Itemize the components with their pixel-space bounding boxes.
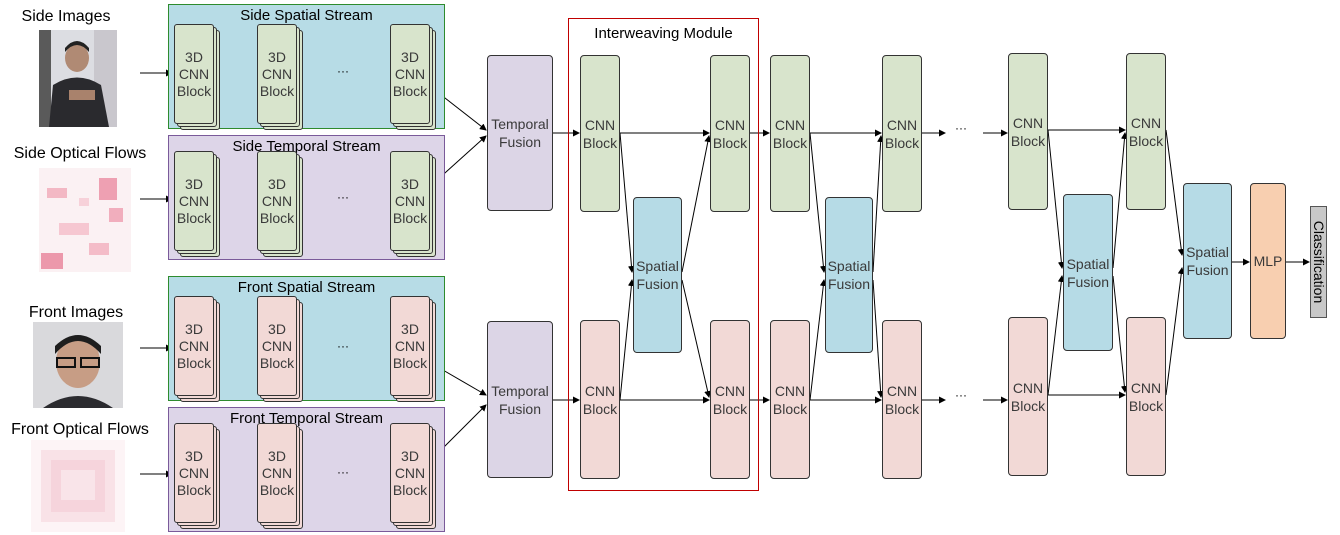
mlp-block: MLP bbox=[1250, 183, 1286, 339]
cnn-block-bottom: CNN Block bbox=[1008, 317, 1048, 476]
temporal-fusion-side: Temporal Fusion bbox=[487, 55, 553, 211]
cnn-block-bottom: CNN Block bbox=[882, 320, 922, 479]
temporal-fusion-front: Temporal Fusion bbox=[487, 321, 553, 478]
front-images-label: Front Images bbox=[28, 304, 124, 321]
3d-cnn-block: 3D CNN Block bbox=[257, 423, 303, 529]
spatial-fusion: Spatial Fusion bbox=[825, 197, 873, 353]
ellipsis: ··· bbox=[337, 64, 349, 78]
cnn-block-top: CNN Block bbox=[710, 55, 750, 212]
3d-cnn-block: 3D CNN Block bbox=[174, 151, 220, 257]
interweaving-module-title: Interweaving Module bbox=[594, 25, 733, 42]
ellipsis: ··· bbox=[337, 190, 349, 204]
front-spatial-stream-title: Front Spatial Stream bbox=[237, 279, 376, 296]
ellipsis: ··· bbox=[955, 388, 967, 402]
cnn-block-top: CNN Block bbox=[770, 55, 810, 212]
3d-cnn-block: 3D CNN Block bbox=[390, 423, 436, 529]
3d-cnn-block: 3D CNN Block bbox=[390, 151, 436, 257]
side-optical-flows-label: Side Optical Flows bbox=[13, 145, 147, 162]
spatial-fusion: Spatial Fusion bbox=[633, 197, 682, 353]
ellipsis: ··· bbox=[337, 465, 349, 479]
ellipsis: ··· bbox=[955, 121, 967, 135]
cnn-block-bottom: CNN Block bbox=[770, 320, 810, 479]
cnn-block-bottom: CNN Block bbox=[1126, 317, 1166, 476]
front-temporal-stream-title: Front Temporal Stream bbox=[229, 410, 384, 427]
cnn-block-top: CNN Block bbox=[882, 55, 922, 212]
front-image-thumbnail bbox=[33, 322, 123, 408]
classification-label: Classification bbox=[1310, 220, 1327, 304]
final-spatial-fusion: Spatial Fusion bbox=[1183, 183, 1232, 339]
cnn-block-top: CNN Block bbox=[1008, 53, 1048, 210]
side-spatial-stream-title: Side Spatial Stream bbox=[240, 7, 373, 24]
3d-cnn-block: 3D CNN Block bbox=[257, 24, 303, 130]
cnn-block-top: CNN Block bbox=[580, 55, 620, 212]
cnn-block-top: CNN Block bbox=[1126, 53, 1166, 210]
side-optical-flow-thumbnail bbox=[39, 168, 131, 272]
classification-box: Classification bbox=[1310, 206, 1327, 318]
side-temporal-stream-title: Side Temporal Stream bbox=[232, 138, 381, 155]
cnn-block-bottom: CNN Block bbox=[580, 320, 620, 479]
3d-cnn-block: 3D CNN Block bbox=[174, 423, 220, 529]
front-optical-flow-thumbnail bbox=[31, 440, 125, 532]
3d-cnn-block: 3D CNN Block bbox=[174, 296, 220, 402]
side-image-thumbnail bbox=[39, 30, 117, 127]
spatial-fusion: Spatial Fusion bbox=[1063, 194, 1113, 351]
cnn-block-bottom: CNN Block bbox=[710, 320, 750, 479]
3d-cnn-block: 3D CNN Block bbox=[257, 151, 303, 257]
front-optical-flows-label: Front Optical Flows bbox=[11, 421, 149, 438]
3d-cnn-block: 3D CNN Block bbox=[390, 24, 436, 130]
side-images-label: Side Images bbox=[21, 8, 111, 25]
3d-cnn-block: 3D CNN Block bbox=[390, 296, 436, 402]
ellipsis: ··· bbox=[337, 339, 349, 353]
3d-cnn-block: 3D CNN Block bbox=[257, 296, 303, 402]
interweaving-module-frame: Interweaving Module bbox=[568, 18, 759, 491]
3d-cnn-block: 3D CNN Block bbox=[174, 24, 220, 130]
